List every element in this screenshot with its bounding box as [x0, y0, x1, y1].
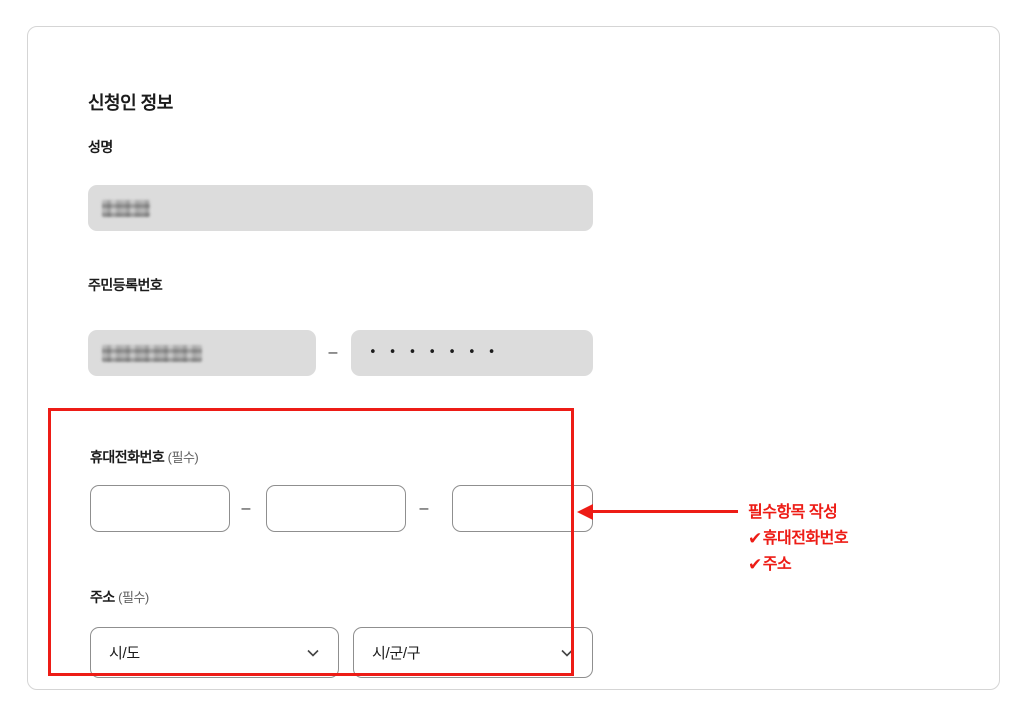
address-required-suffix: (필수): [118, 590, 149, 605]
phone-label-group: 휴대전화번호 (필수): [90, 447, 199, 467]
rrn-masked-dots: • • • • • • •: [369, 345, 500, 360]
address-label-group: 주소 (필수): [90, 587, 149, 607]
rrn-front-input-disabled: [88, 330, 316, 376]
check-icon: ✔: [748, 555, 762, 574]
annotation-arrow-line: [591, 510, 738, 513]
sigungu-select[interactable]: 시/군/구: [353, 627, 593, 678]
phone-label: 휴대전화번호: [90, 449, 165, 465]
annotation-item-address: ✔ 주소: [748, 552, 848, 578]
sido-selected-value: 시/도: [109, 645, 140, 662]
rrn-label: 주민등록번호: [88, 277, 163, 293]
chevron-down-icon: [306, 646, 320, 660]
annotation-title: 필수항목 작성: [748, 504, 838, 521]
phone-separator-2: –: [419, 500, 429, 517]
sido-select[interactable]: 시/도: [90, 627, 339, 678]
phone-part3-input[interactable]: [452, 485, 593, 532]
check-icon: ✔: [748, 529, 762, 548]
annotation-callout: 필수항목 작성 ✔ 휴대전화번호 ✔ 주소: [748, 500, 849, 578]
name-label: 성명: [88, 139, 113, 155]
sigungu-selected-value: 시/군/구: [372, 645, 421, 662]
section-title: 신청인 정보: [88, 93, 173, 113]
phone-part2-input[interactable]: [266, 485, 406, 532]
rrn-separator: –: [328, 344, 338, 361]
annotation-item-phone: ✔ 휴대전화번호: [748, 526, 849, 552]
phone-part1-input[interactable]: [90, 485, 230, 532]
redacted-name-value: [102, 200, 150, 217]
name-input-disabled: [88, 185, 593, 231]
annotation-arrow-left-icon: [577, 504, 593, 520]
chevron-down-icon: [560, 646, 574, 660]
applicant-info-card: 신청인 정보 성명 주민등록번호 – • • • • • • • 휴대전화번호 …: [27, 26, 1000, 690]
rrn-back-input-disabled: • • • • • • •: [351, 330, 593, 376]
phone-required-suffix: (필수): [167, 450, 199, 465]
redacted-rrn-value: [102, 345, 202, 362]
phone-separator-1: –: [241, 500, 251, 517]
address-label: 주소: [90, 589, 115, 605]
